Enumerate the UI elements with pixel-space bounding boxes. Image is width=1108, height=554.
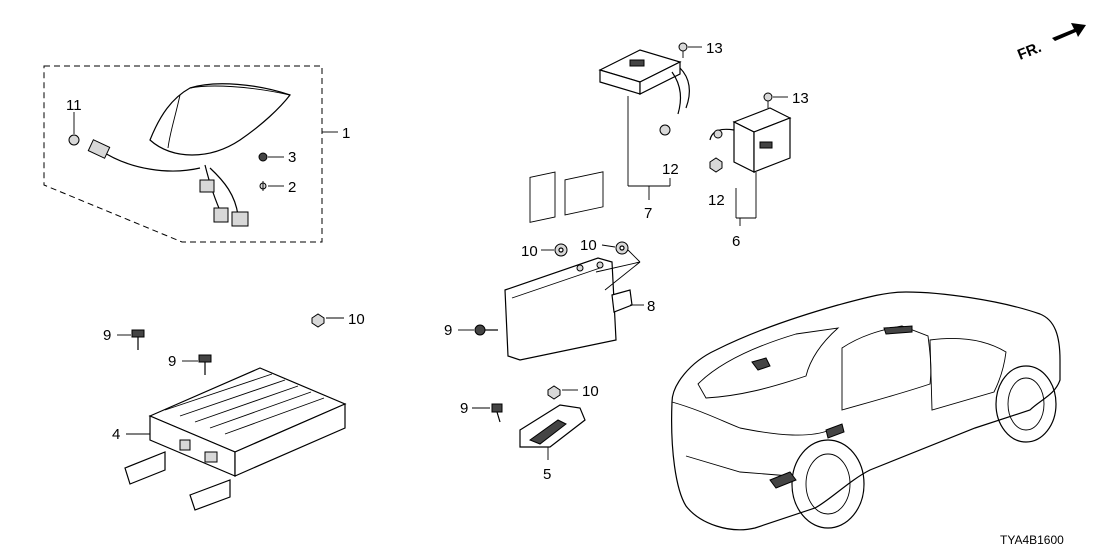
callout-2: 2 [288, 179, 296, 196]
screw-2 [259, 181, 267, 191]
antenna-connector-b [213, 207, 229, 223]
vehicle-body [671, 291, 1061, 531]
control-unit-7: 13 12 7 [598, 40, 723, 222]
nut-3 [258, 152, 268, 162]
callout-4: 4 [112, 426, 120, 443]
bracket-plate [504, 257, 617, 361]
assembly-boundary [43, 65, 323, 243]
nut-10-bracket-a: 10 [521, 243, 568, 260]
callout-13a: 13 [706, 40, 723, 57]
amplifier-side [234, 403, 346, 477]
callout-10a: 10 [348, 311, 365, 328]
callout-9c: 9 [444, 322, 452, 339]
callout-7: 7 [644, 205, 652, 222]
location-side [825, 423, 845, 439]
callout-10c: 10 [580, 237, 597, 254]
callout-9b: 9 [168, 353, 176, 370]
screw-13-a [678, 42, 688, 58]
callout-9d: 9 [460, 400, 468, 417]
callout-10b: 10 [521, 243, 538, 260]
vehicle-front-wheel [995, 365, 1057, 443]
callout-9a: 9 [103, 327, 111, 344]
callout-8: 8 [647, 298, 655, 315]
bolt-9-left-b: 9 [168, 353, 212, 375]
bolt-9-bracket: 9 [444, 322, 498, 339]
screw-13-b [763, 92, 773, 108]
callout-11: 11 [66, 97, 82, 114]
mounting-bracket: 8 [504, 171, 655, 361]
callout-3: 3 [288, 149, 296, 166]
callout-12b: 12 [708, 192, 725, 209]
antenna-cable [99, 149, 201, 172]
front-arrow-icon [1052, 23, 1086, 41]
antenna-connector-left [87, 139, 111, 159]
vehicle-rear-wheel [791, 439, 865, 529]
location-roof-antenna [751, 357, 771, 371]
roof-antenna-assembly: 1 3 2 11 [43, 65, 350, 243]
vehicle-rear-window [697, 327, 840, 399]
callout-10d: 10 [582, 383, 599, 400]
callout-12a: 12 [662, 161, 679, 178]
antenna-connector-c [231, 211, 249, 227]
nut-10-small: 10 [547, 383, 599, 400]
location-roof-front [883, 325, 913, 335]
small-bracket: 5 [519, 404, 586, 483]
grommet-11 [68, 134, 80, 146]
shark-fin-antenna [149, 83, 291, 156]
callout-1: 1 [342, 125, 350, 142]
diagram-code: TYA4B1600 [1000, 533, 1064, 547]
vehicle-side-window [841, 325, 932, 411]
callout-13b: 13 [792, 90, 809, 107]
vehicle-outline [671, 291, 1061, 531]
callout-6: 6 [732, 233, 740, 250]
bolt-9-small: 9 [460, 400, 503, 423]
front-label: FR. [1015, 39, 1044, 64]
bolt-9-left-a: 9 [103, 327, 145, 350]
nut-10-left: 10 [311, 311, 365, 328]
location-floor [769, 471, 797, 489]
nut-10-bracket-b: 10 [580, 237, 641, 291]
unit-7-side [639, 61, 681, 95]
audio-amplifier: 4 [112, 367, 347, 511]
callout-5: 5 [543, 466, 551, 483]
antenna-connector-a [199, 179, 215, 193]
control-unit-6: 13 12 6 [708, 90, 809, 250]
front-direction-indicator: FR. [1015, 23, 1086, 64]
